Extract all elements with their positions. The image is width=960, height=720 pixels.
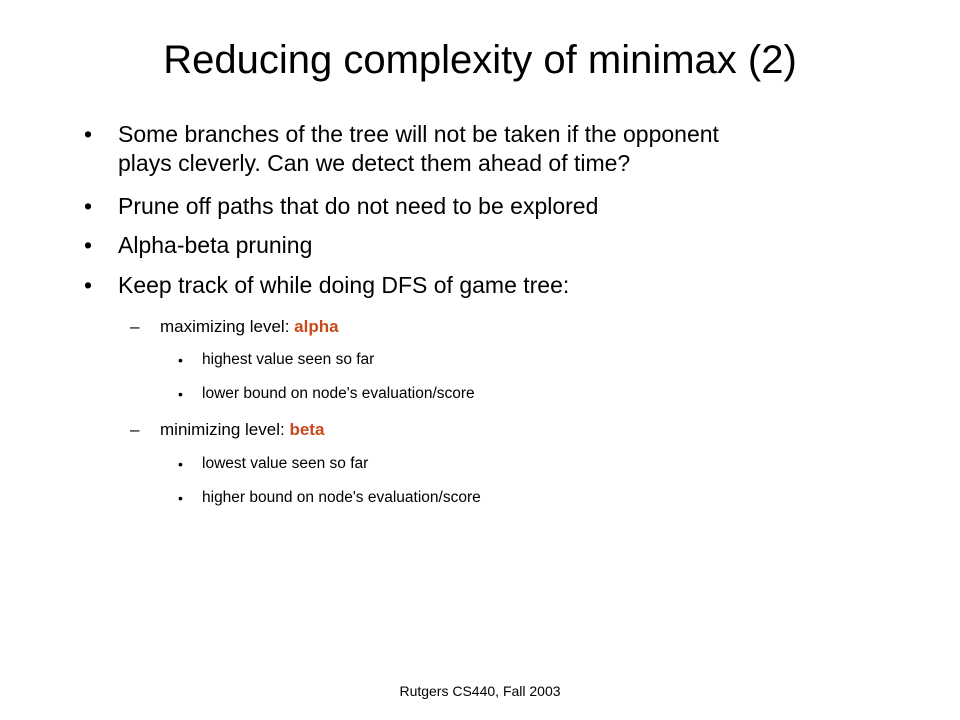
- detail-item: • highest value seen so far: [178, 350, 375, 370]
- bullet-item: • Alpha-beta pruning: [84, 231, 858, 260]
- detail-text: highest value seen so far: [202, 351, 375, 368]
- detail-text: lower bound on node's evaluation/score: [202, 385, 475, 402]
- bullet-text: Some branches of the tree will not be ta…: [118, 121, 719, 147]
- bullet-icon: •: [178, 456, 183, 472]
- detail-item: • lower bound on node's evaluation/score: [178, 384, 475, 404]
- sub-item-label: maximizing level:: [160, 317, 295, 336]
- term-alpha: alpha: [294, 317, 339, 336]
- bullet-icon: •: [178, 386, 183, 402]
- bullet-text: Alpha-beta pruning: [118, 232, 313, 258]
- detail-item: • lowest value seen so far: [178, 454, 369, 474]
- bullet-icon: •: [84, 272, 93, 298]
- detail-text: lowest value seen so far: [202, 455, 369, 472]
- bullet-item: • Prune off paths that do not need to be…: [84, 192, 858, 221]
- sub-item-minimizing: – minimizing level: beta: [130, 419, 325, 441]
- bullet-text: plays cleverly. Can we detect them ahead…: [118, 150, 631, 176]
- slide-title: Reducing complexity of minimax (2): [163, 38, 797, 82]
- slide-footer: Rutgers CS440, Fall 2003: [399, 683, 561, 699]
- bullet-icon: •: [178, 490, 183, 506]
- detail-item: • higher bound on node's evaluation/scor…: [178, 488, 481, 508]
- bullet-item: • Some branches of the tree will not be …: [84, 120, 858, 178]
- sub-item-maximizing: – maximizing level: alpha: [130, 316, 339, 338]
- sub-item-label: minimizing level:: [160, 420, 290, 439]
- bullet-icon: •: [84, 121, 93, 147]
- bullet-icon: •: [84, 193, 93, 219]
- bullet-text: Keep track of while doing DFS of game tr…: [118, 272, 570, 298]
- detail-text: higher bound on node's evaluation/score: [202, 489, 481, 506]
- bullet-icon: •: [84, 232, 93, 258]
- dash-icon: –: [130, 317, 140, 336]
- dash-icon: –: [130, 420, 140, 439]
- term-beta: beta: [289, 420, 325, 439]
- bullet-icon: •: [178, 352, 183, 368]
- bullet-item: • Keep track of while doing DFS of game …: [84, 271, 858, 300]
- bullet-text: Prune off paths that do not need to be e…: [118, 193, 599, 219]
